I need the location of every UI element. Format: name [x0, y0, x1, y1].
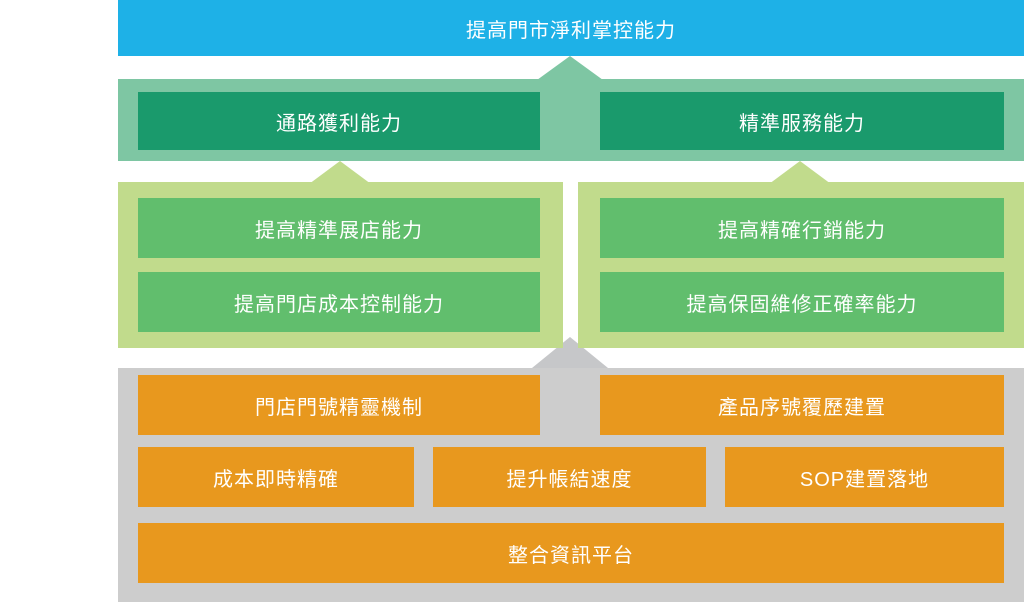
- top-goal-bar: 提高門市淨利掌控能力: [118, 0, 1024, 56]
- foundation-label: 產品序號覆歷建置: [718, 396, 886, 419]
- foundation-label: 整合資訊平台: [508, 544, 634, 567]
- foundation-box-realtime-cost: 成本即時精確: [138, 447, 414, 507]
- subcapability-box-precise-marketing: 提高精確行銷能力: [600, 198, 1004, 258]
- foundation-label: 門店門號精靈機制: [255, 396, 423, 419]
- up-triangle-icon: [537, 56, 603, 80]
- subcapability-label: 提高精確行銷能力: [718, 219, 886, 242]
- subcapability-label: 提高門店成本控制能力: [234, 293, 444, 316]
- foundation-label: 提升帳結速度: [506, 468, 633, 491]
- subcapability-box-store-expansion: 提高精準展店能力: [138, 198, 540, 258]
- foundation-box-integrated-platform: 整合資訊平台: [138, 523, 1004, 583]
- foundation-box-sop-implementation: SOP建置落地: [725, 447, 1004, 507]
- subcapability-box-warranty-repair-accuracy: 提高保固維修正確率能力: [600, 272, 1004, 332]
- top-goal-label: 提高門市淨利掌控能力: [466, 19, 676, 42]
- foundation-box-store-number-wizard: 門店門號精靈機制: [138, 375, 540, 435]
- subcapability-box-store-cost-control: 提高門店成本控制能力: [138, 272, 540, 332]
- capability-box-channel-profit: 通路獲利能力: [138, 92, 540, 150]
- foundation-box-closing-speed: 提升帳結速度: [433, 447, 706, 507]
- foundation-label: SOP建置落地: [799, 468, 930, 491]
- foundation-label: 成本即時精確: [213, 468, 339, 491]
- subcapability-label: 提高保固維修正確率能力: [686, 293, 918, 316]
- foundation-box-serial-number-history: 產品序號覆歷建置: [600, 375, 1004, 435]
- capability-label: 精準服務能力: [739, 112, 865, 135]
- capability-label: 通路獲利能力: [276, 112, 402, 135]
- subcapability-label: 提高精準展店能力: [255, 219, 423, 242]
- capability-box-precise-service: 精準服務能力: [600, 92, 1004, 150]
